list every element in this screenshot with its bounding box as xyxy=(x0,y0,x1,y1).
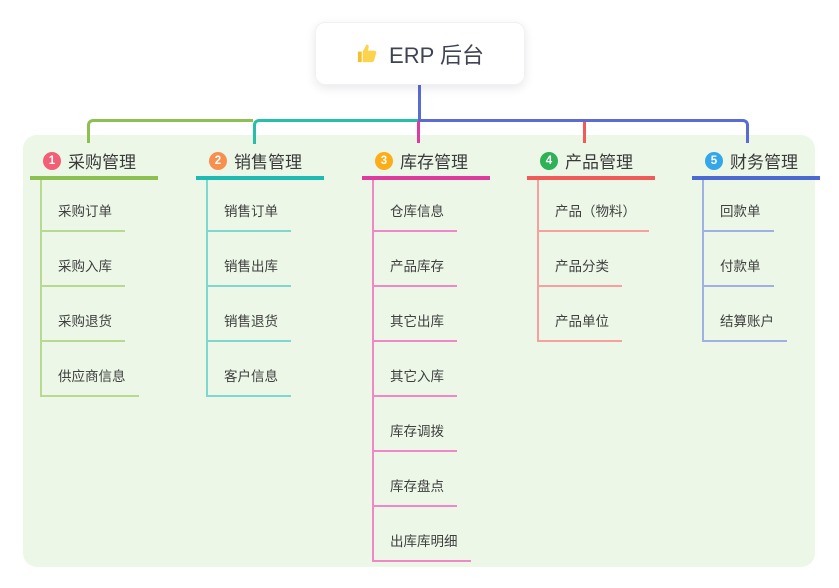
branch-number-badge: 4 xyxy=(540,151,558,170)
child-node[interactable]: 其它入库 xyxy=(372,367,457,397)
branch-label: 采购管理 xyxy=(68,153,136,172)
connector-branch-1 xyxy=(87,119,253,143)
root-stem-line xyxy=(418,83,421,121)
connector-branch-4 xyxy=(583,122,586,143)
branch-vline xyxy=(206,180,208,397)
child-node[interactable]: 回款单 xyxy=(702,202,774,232)
root-node[interactable]: ERP 后台 xyxy=(315,22,525,85)
child-node[interactable]: 采购订单 xyxy=(40,202,125,232)
child-node[interactable]: 产品库存 xyxy=(372,257,457,287)
child-node[interactable]: 销售订单 xyxy=(206,202,291,232)
child-node[interactable]: 仓库信息 xyxy=(372,202,457,232)
branch-label: 产品管理 xyxy=(565,153,633,172)
child-node[interactable]: 库存调拨 xyxy=(372,422,457,452)
branch-vline xyxy=(537,180,539,342)
branch-purchase: 1 采购管理 采购订单 采购入库 采购退货 供应商信息 xyxy=(30,0,200,588)
branch-vline xyxy=(702,180,704,342)
branch-vline xyxy=(372,180,374,562)
child-node[interactable]: 供应商信息 xyxy=(40,367,139,397)
child-node[interactable]: 采购退货 xyxy=(40,312,125,342)
child-node[interactable]: 结算账户 xyxy=(702,312,787,342)
child-node[interactable]: 客户信息 xyxy=(206,367,291,397)
child-node[interactable]: 销售退货 xyxy=(206,312,291,342)
child-node[interactable]: 出库库明细 xyxy=(372,532,471,562)
connector-branch-3 xyxy=(417,121,420,143)
child-node[interactable]: 销售出库 xyxy=(206,257,291,287)
branch-header-inventory[interactable]: 3 库存管理 xyxy=(362,145,490,180)
child-node[interactable]: 产品（物料） xyxy=(537,202,649,232)
branch-number-badge: 5 xyxy=(705,151,723,170)
branch-label: 库存管理 xyxy=(400,153,468,172)
branch-vline xyxy=(40,180,42,397)
thumbs-up-icon xyxy=(356,42,379,65)
branch-header-product[interactable]: 4 产品管理 xyxy=(527,145,655,180)
mindmap-panel xyxy=(23,135,815,567)
branch-number-badge: 2 xyxy=(209,151,227,170)
branch-sales: 2 销售管理 销售订单 销售出库 销售退货 客户信息 xyxy=(196,0,366,588)
branch-inventory: 3 库存管理 仓库信息 产品库存 其它出库 其它入库 库存调拨 库存盘点 出库库… xyxy=(362,0,532,588)
branch-finance: 5 财务管理 回款单 付款单 结算账户 xyxy=(692,0,839,588)
child-node[interactable]: 付款单 xyxy=(702,257,774,287)
branch-label: 销售管理 xyxy=(234,153,302,172)
branch-number-badge: 3 xyxy=(375,151,393,170)
branch-header-finance[interactable]: 5 财务管理 xyxy=(692,145,820,180)
child-node[interactable]: 产品单位 xyxy=(537,312,622,342)
child-node[interactable]: 采购入库 xyxy=(40,257,125,287)
connector-branch-5 xyxy=(419,119,749,143)
connector-branch-2 xyxy=(253,119,418,144)
branch-label: 财务管理 xyxy=(730,153,798,172)
branch-product: 4 产品管理 产品（物料） 产品分类 产品单位 xyxy=(527,0,697,588)
branch-header-sales[interactable]: 2 销售管理 xyxy=(196,145,324,180)
branch-header-purchase[interactable]: 1 采购管理 xyxy=(30,145,158,180)
branch-number-badge: 1 xyxy=(43,151,61,170)
root-node-label: ERP 后台 xyxy=(389,42,484,68)
child-node[interactable]: 库存盘点 xyxy=(372,477,457,507)
child-node[interactable]: 产品分类 xyxy=(537,257,622,287)
child-node[interactable]: 其它出库 xyxy=(372,312,457,342)
